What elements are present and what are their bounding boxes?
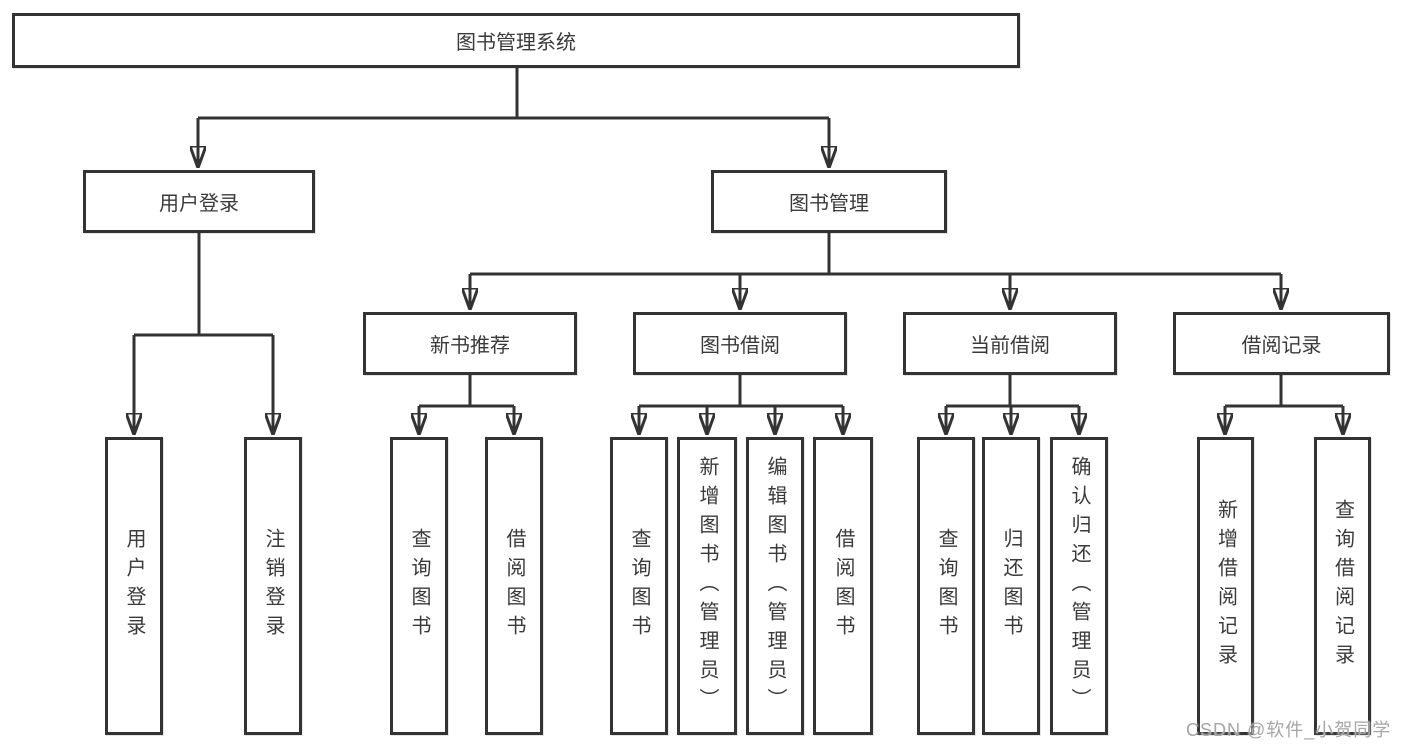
node-label: 图书管理系统	[456, 32, 576, 54]
leaf-label: 用户登录	[123, 528, 145, 644]
leaf-label: 确认归还（管理员）	[1068, 455, 1090, 717]
leaf-user-login: 用户登录	[105, 437, 163, 735]
node-label: 借阅记录	[1241, 335, 1322, 357]
leaf-return-book: 归还图书	[982, 437, 1040, 735]
leaf-add-book-admin: 新增图书（管理员）	[677, 437, 737, 735]
leaf-label: 查询图书	[628, 528, 650, 644]
leaf-label: 编辑图书（管理员）	[764, 455, 786, 717]
leaf-label: 查询借阅记录	[1331, 499, 1354, 673]
leaf-borrow-books: 借阅图书	[813, 437, 873, 735]
node-label: 图书借阅	[700, 335, 780, 357]
leaf-confirm-return-admin: 确认归还（管理员）	[1050, 437, 1108, 735]
node-user-login: 用户登录	[83, 170, 315, 233]
leaf-borrow-books-recommend: 借阅图书	[485, 437, 543, 735]
node-label: 当前借阅	[970, 335, 1050, 357]
leaf-query-books-current: 查询图书	[917, 437, 975, 735]
node-current-borrow: 当前借阅	[903, 312, 1117, 375]
node-label: 用户登录	[159, 193, 239, 215]
node-borrow-records: 借阅记录	[1173, 312, 1390, 375]
leaf-label: 新增图书（管理员）	[696, 455, 718, 717]
node-new-book-recommend: 新书推荐	[363, 312, 577, 375]
node-library-management-system: 图书管理系统	[12, 13, 1020, 68]
node-book-management: 图书管理	[711, 170, 947, 233]
leaf-label: 查询图书	[935, 528, 957, 644]
connector-trunks	[134, 68, 1343, 408]
leaf-logout: 注销登录	[244, 437, 302, 735]
node-label: 新书推荐	[430, 335, 510, 357]
leaf-label: 新增借阅记录	[1214, 499, 1237, 673]
node-book-borrow: 图书借阅	[633, 312, 847, 375]
leaf-query-books-borrow: 查询图书	[610, 437, 668, 735]
leaf-edit-book-admin: 编辑图书（管理员）	[746, 437, 804, 735]
csdn-watermark: CSDN @软件_小贺同学	[1186, 720, 1392, 740]
leaf-label: 借阅图书	[832, 528, 854, 644]
leaf-label: 注销登录	[262, 528, 284, 644]
leaf-query-books-recommend: 查询图书	[390, 437, 448, 735]
leaf-label: 归还图书	[1000, 528, 1022, 644]
leaf-label: 查询图书	[408, 528, 430, 644]
node-label: 图书管理	[789, 193, 869, 215]
leaf-query-borrow-record: 查询借阅记录	[1314, 437, 1371, 735]
leaf-add-borrow-record: 新增借阅记录	[1197, 437, 1254, 735]
leaf-label: 借阅图书	[503, 528, 525, 644]
